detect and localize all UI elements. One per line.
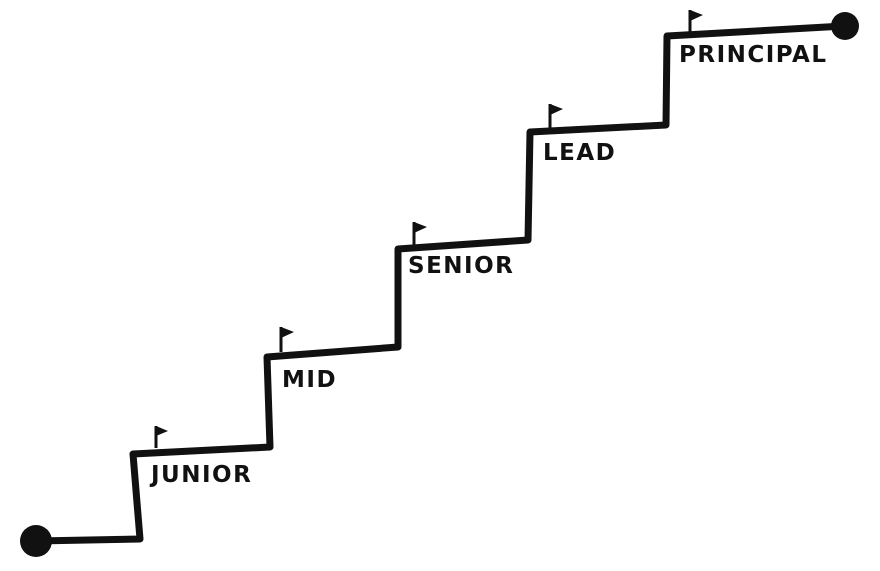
flag-icon-senior — [412, 222, 427, 246]
flag-icon-principal — [688, 10, 703, 34]
flag-icon-mid — [279, 327, 294, 352]
step-label-lead: LEAD — [543, 140, 617, 166]
step-label-junior: JUNIOR — [151, 462, 253, 488]
step-label-senior: SENIOR — [408, 253, 515, 279]
step-label-principal: PRINCIPAL — [679, 42, 828, 68]
start-point-icon — [20, 525, 52, 557]
staircase-line — [32, 22, 848, 545]
flag-icon-lead — [548, 104, 563, 129]
end-point-icon — [831, 12, 859, 40]
flag-icon-junior — [154, 426, 168, 448]
step-label-mid: MID — [282, 367, 338, 393]
